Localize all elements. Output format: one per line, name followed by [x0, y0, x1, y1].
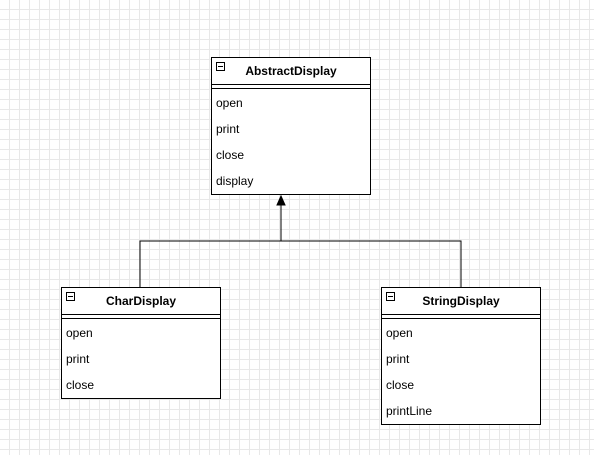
member-print[interactable]: print	[216, 122, 240, 136]
class-char-display[interactable]: CharDisplay open print close	[61, 287, 221, 399]
class-header[interactable]: CharDisplay	[62, 288, 220, 315]
class-name: StringDisplay	[422, 294, 500, 308]
member-print[interactable]: print	[386, 352, 410, 366]
collapse-icon[interactable]	[216, 62, 225, 71]
member-display[interactable]: display	[216, 174, 254, 188]
class-header[interactable]: AbstractDisplay	[212, 58, 370, 85]
inheritance-line-stringdisplay[interactable]	[281, 240, 462, 287]
inheritance-arrowhead	[276, 194, 286, 206]
member-list: open print close printLine	[382, 319, 540, 424]
class-separator	[382, 315, 540, 319]
class-name: AbstractDisplay	[245, 64, 337, 78]
member-list: open print close display	[212, 89, 370, 194]
class-abstract-display[interactable]: AbstractDisplay open print close display	[211, 57, 371, 195]
member-open[interactable]: open	[66, 326, 93, 340]
class-separator	[212, 85, 370, 89]
member-open[interactable]: open	[216, 96, 243, 110]
class-separator	[62, 315, 220, 319]
member-list: open print close	[62, 319, 220, 398]
class-header[interactable]: StringDisplay	[382, 288, 540, 315]
member-close[interactable]: close	[66, 378, 95, 392]
inheritance-line-chardisplay[interactable]	[139, 203, 282, 287]
collapse-icon[interactable]	[66, 292, 75, 301]
member-print-line[interactable]: printLine	[386, 404, 433, 418]
member-open[interactable]: open	[386, 326, 413, 340]
member-close[interactable]: close	[216, 148, 245, 162]
class-string-display[interactable]: StringDisplay open print close printLine	[381, 287, 541, 425]
class-name: CharDisplay	[105, 294, 177, 308]
member-print[interactable]: print	[66, 352, 90, 366]
member-close[interactable]: close	[386, 378, 415, 392]
collapse-icon[interactable]	[386, 292, 395, 301]
